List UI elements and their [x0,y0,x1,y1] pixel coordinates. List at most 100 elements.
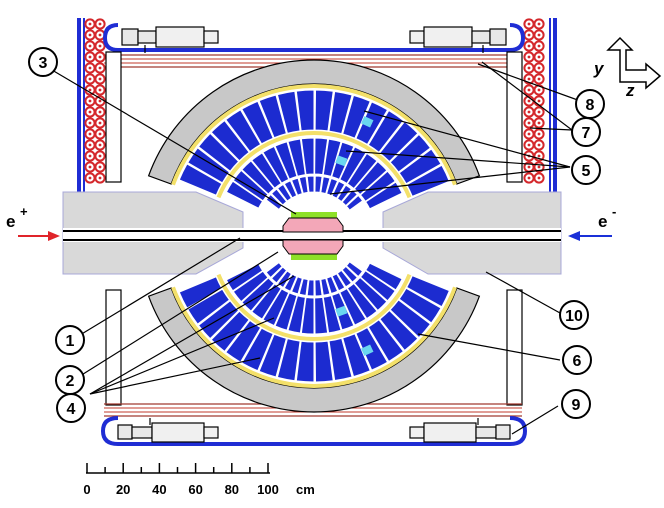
coil-core [527,55,531,59]
coil-core [98,121,102,125]
positron-arrowhead [48,231,60,241]
callout-1: 1 [55,325,85,355]
coil-core [98,44,102,48]
upper-outer-crystal [276,90,301,134]
positron-label: e [6,212,15,231]
leader-7a [481,61,573,131]
coil-core [88,110,92,114]
lower-wedge [314,279,323,297]
coil-core [527,33,531,37]
upper-inner-crystal [359,170,396,203]
lower-inner-crystal [353,276,388,312]
upper-wedge [345,194,364,211]
axis-z-label: z [625,81,635,100]
callout-circle [575,89,605,119]
upper-calorimeter [147,59,481,211]
electron-superscript: - [612,204,616,219]
lower-wedge [265,261,283,279]
leader-6 [417,333,561,361]
lower-inner-crystal [262,288,290,327]
upper-wedge [325,177,339,197]
upper-inner-crystal [241,160,275,195]
coil-core [527,176,531,180]
upper-outer-crystal [241,100,274,145]
upper-wedge [298,175,309,194]
callout-number: 5 [582,163,591,180]
lower-inner-crystal [300,296,315,335]
lower-outer-crystal [276,338,301,382]
interaction-region [282,212,344,260]
coil-core [537,143,541,147]
upper-wedge [306,175,315,193]
lower-outer-crystal [328,337,353,382]
coil-core [98,66,102,70]
leader-4a [89,275,295,395]
callout-number: 10 [565,308,583,325]
lower-inner-crystal [365,262,403,291]
scale-label: 40 [152,482,166,497]
lower-wedge [336,269,353,288]
coil-core [537,22,541,26]
lower-outer-crystal [398,287,442,324]
coil-core [537,99,541,103]
callout-10: 10 [559,300,589,330]
lower-calorimeter [147,261,481,413]
lower-wedge [306,279,315,297]
coil-core [527,132,531,136]
lower-inner-crystal [287,295,306,334]
callout-number: 1 [66,333,75,350]
coil-core [537,77,541,81]
coil-core [88,176,92,180]
callout-4: 4 [56,393,86,423]
lower-crystal-marker-outer [361,344,374,356]
pole-tip-top [282,217,344,233]
leader-2 [79,251,279,377]
bottom-right-post [506,289,523,406]
coil-core [98,165,102,169]
leader-7b [529,127,573,131]
coil-core [537,132,541,136]
callout-3: 3 [28,47,58,77]
scale-label: 20 [116,482,130,497]
upper-outer-crystal [406,164,451,197]
coil-core [527,66,531,70]
lower-wedge [331,273,346,292]
lower-inner-crystal [339,287,367,326]
upper-inner-crystal [300,137,315,176]
axis-arrows-icon [606,36,662,90]
lower-outer-crystal [342,333,371,378]
callout-circle [55,325,85,355]
callout-7: 7 [571,117,601,147]
coil-core [98,22,102,26]
lower-outer-crystal [406,275,451,308]
leader-5a [363,110,571,168]
lower-wedge [320,277,331,296]
upper-inner-crystal [353,160,388,196]
coil-core [98,77,102,81]
coil-core [537,66,541,70]
coil-core [527,165,531,169]
callout-number: 9 [572,397,581,414]
lower-inner-crystal [241,277,275,312]
coil-core [527,44,531,48]
upper-outer-crystal [258,94,287,139]
top-cable-loop [102,23,526,52]
coil-core [537,121,541,125]
leader-9 [511,405,559,435]
leader-8 [477,63,587,104]
leader-4b [89,317,275,395]
upper-outer-crystal [178,163,223,196]
lower-inner-crystal [322,294,342,334]
lower-outer-crystal [389,299,432,339]
bottom-cable-loop [100,416,528,446]
lower-outer-crystal [314,340,334,383]
coil-core [537,176,541,180]
right-vertical-bar-thin [549,18,551,193]
lower-inner-crystal [346,282,378,320]
pole-tip-bottom [282,239,344,255]
coil-core [537,44,541,48]
coil-core [98,55,102,59]
upper-outer-crystal [295,89,315,132]
